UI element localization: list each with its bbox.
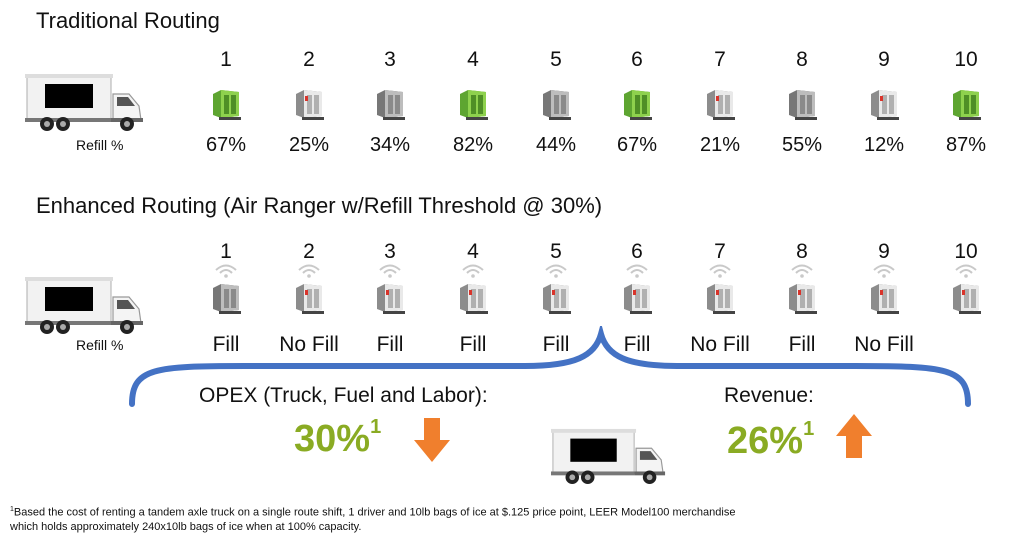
ice-merchandiser-icon xyxy=(292,88,326,120)
traditional-stop-number: 3 xyxy=(384,48,396,71)
arrow-up-icon xyxy=(836,414,872,458)
enhanced-refill-label: Refill % xyxy=(76,337,124,353)
ice-merchandiser-icon xyxy=(456,282,490,314)
wifi-signal-icon xyxy=(872,264,896,278)
traditional-refill-value: 34% xyxy=(369,134,411,156)
traditional-stop-number: 2 xyxy=(303,48,315,71)
enhanced-stop-number: 5 xyxy=(550,240,562,263)
enhanced-stop-number: 8 xyxy=(796,240,808,263)
footnote-text-1: Based the cost of renting a tandem axle … xyxy=(13,506,736,519)
traditional-stop-number: 1 xyxy=(220,48,232,71)
enhanced-stop-number: 1 xyxy=(220,240,232,263)
footnote-line-2: which holds approximately 240x10lb bags … xyxy=(10,520,362,533)
enhanced-stop-number: 10 xyxy=(954,240,978,263)
ice-merchandiser-icon xyxy=(209,282,243,314)
traditional-refill-value: 82% xyxy=(452,134,494,156)
ice-merchandiser-icon xyxy=(867,88,901,120)
traditional-stop-number: 4 xyxy=(467,48,479,71)
delivery-truck-icon xyxy=(22,72,148,132)
enhanced-fill-action: No Fill xyxy=(279,333,339,356)
enhanced-stop-number: 2 xyxy=(303,240,315,263)
traditional-refill-value: 67% xyxy=(616,134,658,156)
wifi-signal-icon xyxy=(790,264,814,278)
ice-merchandiser-icon xyxy=(703,282,737,314)
ice-merchandiser-icon xyxy=(373,282,407,314)
enhanced-stop-number: 9 xyxy=(878,240,890,263)
wifi-signal-icon xyxy=(297,264,321,278)
enhanced-fill-action: Fill xyxy=(788,333,816,356)
delivery-truck-icon xyxy=(548,427,670,485)
wifi-signal-icon xyxy=(378,264,402,278)
traditional-refill-value: 55% xyxy=(781,134,823,156)
wifi-signal-icon xyxy=(214,264,238,278)
ice-merchandiser-icon xyxy=(456,88,490,120)
traditional-refill-value: 12% xyxy=(863,134,905,156)
opex-label: OPEX (Truck, Fuel and Labor): xyxy=(199,384,488,407)
enhanced-fill-action: Fill xyxy=(623,333,651,356)
footnote-marker: 1 xyxy=(10,506,14,513)
traditional-refill-value: 87% xyxy=(945,134,987,156)
summary-brace xyxy=(129,326,971,407)
enhanced-fill-action: No Fill xyxy=(690,333,750,356)
revenue-footnote-marker: 1 xyxy=(803,418,815,440)
enhanced-fill-action: No Fill xyxy=(854,333,914,356)
traditional-stop-number: 5 xyxy=(550,48,562,71)
traditional-stop-number: 8 xyxy=(796,48,808,71)
traditional-refill-value: 25% xyxy=(288,134,330,156)
enhanced-fill-action: Fill xyxy=(376,333,404,356)
opex-footnote-marker: 1 xyxy=(370,416,382,438)
wifi-signal-icon xyxy=(625,264,649,278)
enhanced-routing-title: Enhanced Routing (Air Ranger w/Refill Th… xyxy=(36,193,603,218)
ice-merchandiser-icon xyxy=(373,88,407,120)
enhanced-fill-action: Fill xyxy=(459,333,487,356)
ice-merchandiser-icon xyxy=(539,282,573,314)
traditional-refill-value: 44% xyxy=(535,134,577,156)
traditional-refill-label: Refill % xyxy=(76,137,124,153)
traditional-stop-number: 7 xyxy=(714,48,726,71)
ice-merchandiser-icon xyxy=(620,282,654,314)
traditional-routing-title: Traditional Routing xyxy=(36,8,220,33)
wifi-signal-icon xyxy=(708,264,732,278)
footnote-line-1: 1Based the cost of renting a tandem axle… xyxy=(10,503,735,520)
ice-merchandiser-icon xyxy=(949,282,983,314)
wifi-signal-icon xyxy=(461,264,485,278)
ice-merchandiser-icon xyxy=(620,88,654,120)
revenue-label: Revenue: xyxy=(724,384,814,407)
ice-merchandiser-icon xyxy=(785,282,819,314)
wifi-signal-icon xyxy=(954,264,978,278)
wifi-signal-icon xyxy=(544,264,568,278)
ice-merchandiser-icon xyxy=(703,88,737,120)
ice-merchandiser-icon xyxy=(292,282,326,314)
enhanced-stop-number: 3 xyxy=(384,240,396,263)
arrow-down-icon xyxy=(414,418,450,462)
enhanced-stop-number: 6 xyxy=(631,240,643,263)
ice-merchandiser-icon xyxy=(785,88,819,120)
traditional-stop-number: 9 xyxy=(878,48,890,71)
enhanced-fill-action: Fill xyxy=(542,333,570,356)
opex-value: 30%1 xyxy=(294,416,382,460)
enhanced-stop-number: 7 xyxy=(714,240,726,263)
footnote: 1Based the cost of renting a tandem axle… xyxy=(10,503,735,534)
ice-merchandiser-icon xyxy=(867,282,901,314)
traditional-stop-number: 6 xyxy=(631,48,643,71)
enhanced-stop-number: 4 xyxy=(467,240,479,263)
ice-merchandiser-icon xyxy=(209,88,243,120)
enhanced-fill-action: Fill xyxy=(212,333,240,356)
ice-merchandiser-icon xyxy=(539,88,573,120)
traditional-refill-value: 67% xyxy=(205,134,247,156)
revenue-value: 26%1 xyxy=(727,418,815,462)
ice-merchandiser-icon xyxy=(949,88,983,120)
traditional-refill-value: 21% xyxy=(699,134,741,156)
traditional-stop-number: 10 xyxy=(954,48,978,71)
